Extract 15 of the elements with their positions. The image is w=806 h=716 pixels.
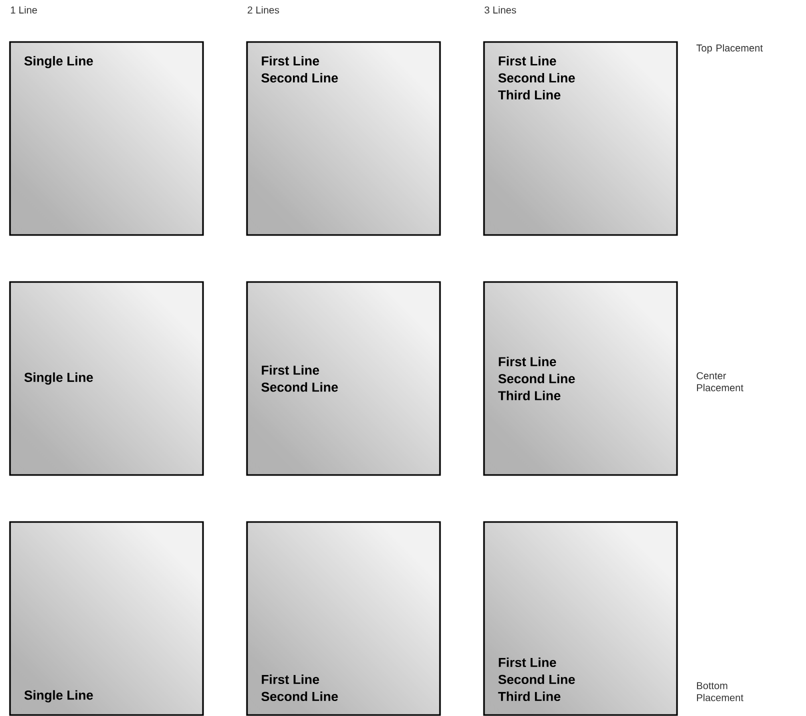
gradient-square: First Line Second Line bbox=[246, 41, 441, 236]
column-header: 1 Line bbox=[10, 6, 37, 14]
gradient-square: First Line Second Line Third Line bbox=[483, 281, 678, 476]
gradient-square: First Line Second Line Third Line bbox=[483, 41, 678, 236]
row-label: Center Placement bbox=[696, 372, 744, 392]
gradient-square: First Line Second Line bbox=[246, 521, 441, 716]
gradient-square: First Line Second Line bbox=[246, 281, 441, 476]
gradient-square: Single Line bbox=[9, 281, 204, 476]
column-header: 3 Lines bbox=[484, 6, 516, 14]
gradient-square: Single Line bbox=[9, 41, 204, 236]
row-label: Bottom Placement bbox=[697, 682, 744, 702]
row-label: Top Placement bbox=[696, 44, 763, 54]
gradient-square: Single Line bbox=[9, 521, 204, 716]
column-header: 2 Lines bbox=[248, 6, 280, 14]
gradient-square: First Line Second Line Third Line bbox=[483, 521, 678, 716]
